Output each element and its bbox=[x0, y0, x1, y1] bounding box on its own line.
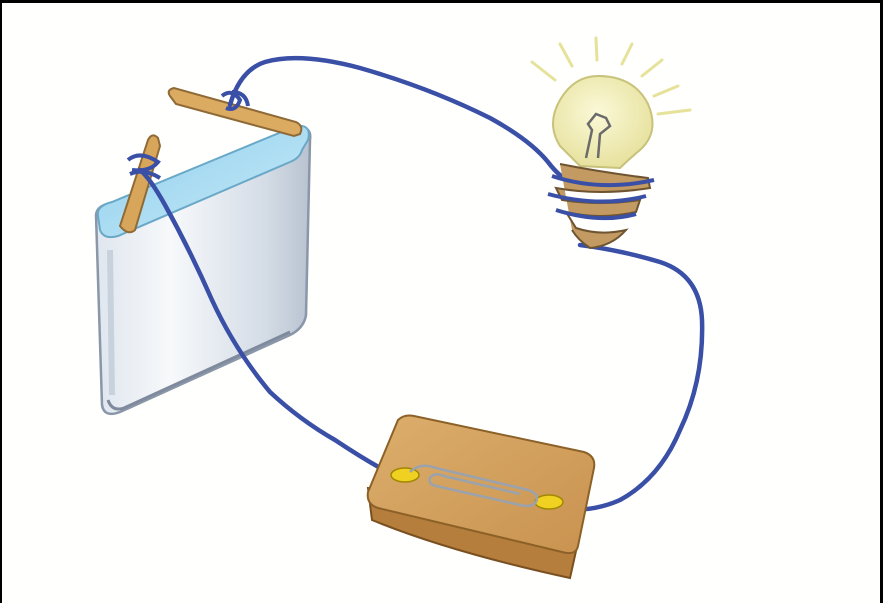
battery bbox=[96, 126, 310, 414]
bulb-glass bbox=[553, 76, 653, 168]
bulb-base bbox=[556, 164, 650, 248]
switch bbox=[368, 416, 595, 579]
light-bulb bbox=[532, 38, 690, 248]
switch-contact-left bbox=[391, 468, 419, 482]
switch-contact-right bbox=[535, 495, 563, 509]
